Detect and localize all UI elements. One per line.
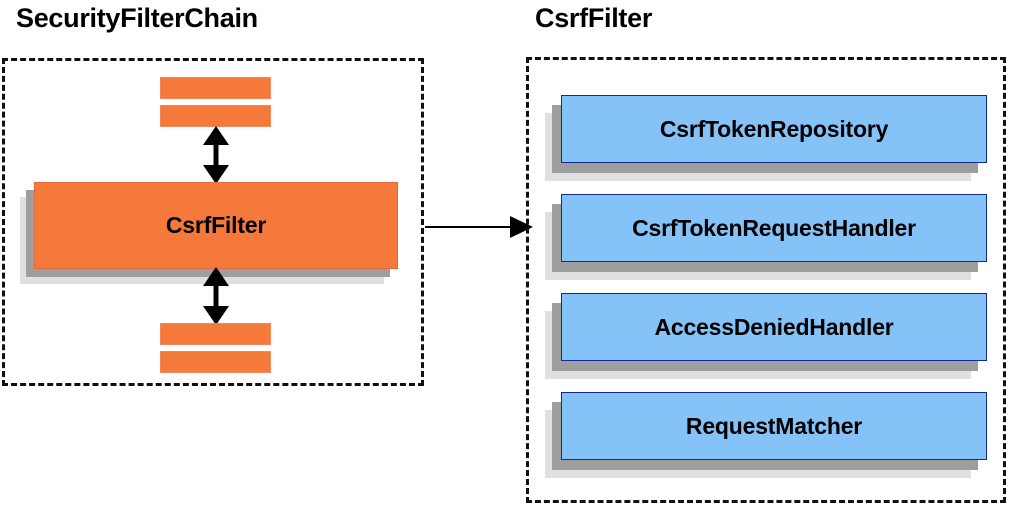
component-face: CsrfTokenRequestHandler	[561, 194, 987, 262]
arrow-head-down	[203, 306, 229, 325]
component-face: RequestMatcher	[561, 392, 987, 460]
filter-slab-above-1	[160, 77, 271, 99]
component-csrf-token-request-handler[interactable]: CsrfTokenRequestHandler	[545, 194, 987, 280]
filter-slab-below-2	[160, 351, 271, 373]
panel-csrf-filter-detail	[526, 57, 1006, 503]
connector-arrow-above	[203, 126, 229, 184]
arrow-shaft	[425, 226, 515, 228]
arrow-head-down	[203, 165, 229, 184]
component-request-matcher[interactable]: RequestMatcher	[545, 392, 987, 478]
component-access-denied-handler[interactable]: AccessDeniedHandler	[545, 293, 987, 379]
component-face: CsrfTokenRepository	[561, 95, 987, 163]
component-csrf-token-repository[interactable]: CsrfTokenRepository	[545, 95, 987, 181]
filter-slab-below-1	[160, 323, 271, 345]
arrow-head-up	[203, 267, 229, 286]
connector-arrow-below	[203, 267, 229, 325]
component-face: CsrfFilter	[34, 182, 398, 269]
connector-csrf-filter-expansion	[425, 216, 533, 238]
component-label: AccessDeniedHandler	[654, 313, 894, 340]
component-label: CsrfFilter	[165, 212, 267, 238]
arrow-shaft	[213, 281, 219, 313]
panel-title-security-filter-chain: SecurityFilterChain	[16, 3, 258, 33]
filter-slab-above-2	[160, 105, 271, 127]
component-label: RequestMatcher	[685, 412, 863, 439]
arrow-shaft	[213, 140, 219, 172]
panel-title-csrf-filter: CsrfFilter	[535, 3, 653, 33]
component-csrf-filter[interactable]: CsrfFilter	[20, 182, 398, 284]
panel-security-filter-chain	[2, 58, 424, 386]
component-label: CsrfTokenRequestHandler	[632, 214, 916, 241]
component-label: CsrfTokenRepository	[659, 115, 889, 142]
component-face: AccessDeniedHandler	[561, 293, 987, 361]
arrow-head-up	[203, 126, 229, 145]
